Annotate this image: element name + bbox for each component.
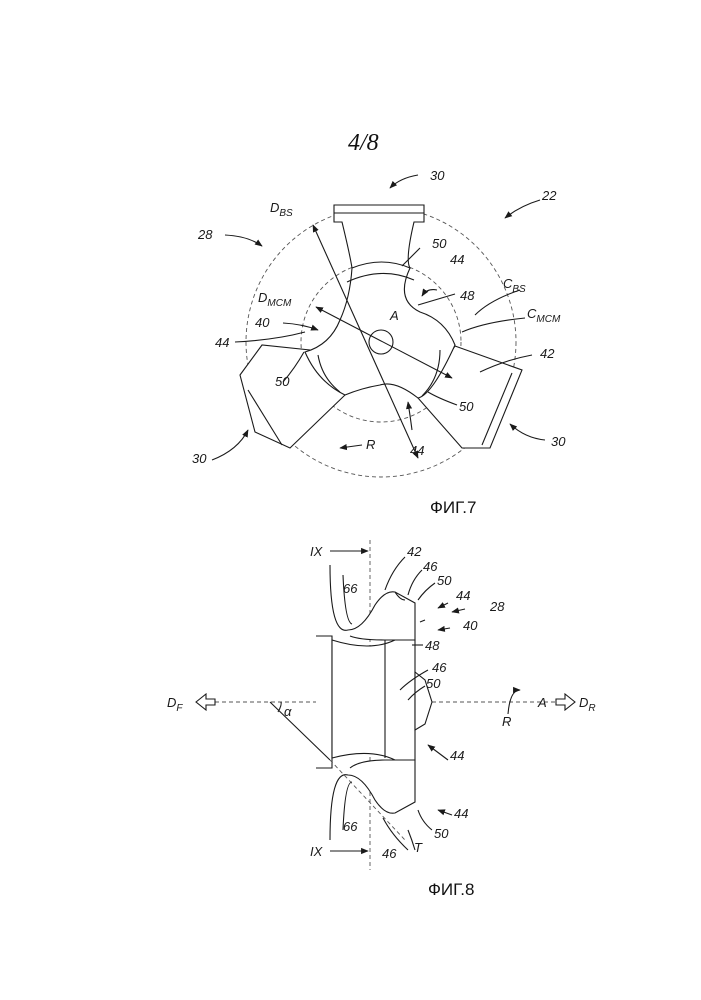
label-46-top: 46 [423,559,438,574]
label-48: 48 [460,288,475,303]
label-28: 28 [489,599,505,614]
arrow-df [196,694,215,710]
label-22: 22 [541,188,557,203]
label-df: DF [167,695,183,714]
label-30-right: 30 [551,434,566,449]
label-40: 40 [463,618,478,633]
label-dbs: DBS [270,200,293,219]
label-rotation-R: R [366,437,375,452]
label-T: T [414,840,423,855]
label-66-top: 66 [343,581,358,596]
label-dr: DR [579,695,596,714]
label-section-IX-bottom: IX [310,844,324,859]
label-section-IX-top: IX [310,544,324,559]
label-axis-A: A [389,308,399,323]
label-44-top: 44 [450,252,464,267]
label-66-bottom: 66 [343,819,358,834]
figure-8: IX IX 42 46 66 50 44 28 40 48 46 50 44 4… [167,540,596,899]
label-cmcm: CMCM [527,306,561,325]
label-alpha: α [284,704,292,719]
label-42: 42 [407,544,422,559]
label-50-right: 50 [459,399,474,414]
label-28: 28 [197,227,213,242]
label-46-mid: 46 [432,660,447,675]
label-axis-A: A [537,695,547,710]
label-46-bottom: 46 [382,846,397,861]
label-50-top: 50 [437,573,452,588]
label-30-left: 30 [192,451,207,466]
label-rotation-R: R [502,714,511,729]
axis-point [369,330,393,354]
label-44-top: 44 [456,588,470,603]
label-50-left: 50 [275,374,290,389]
arrow-dr [556,694,575,710]
label-50-top: 50 [432,236,447,251]
figure-8-caption: ФИГ.8 [428,880,474,899]
figure-7-caption: ФИГ.7 [430,498,476,517]
label-48: 48 [425,638,440,653]
label-44-bottom: 44 [410,443,424,458]
body-section [332,640,415,760]
label-30-top: 30 [430,168,445,183]
figure-7: 30 22 28 DBS 50 44 CBS 48 DMCM CMCM 40 A… [192,168,566,517]
label-cbs: CBS [503,276,526,295]
label-40: 40 [255,315,270,330]
label-44-bottom: 44 [454,806,468,821]
label-50-bottom: 50 [434,826,449,841]
label-44-left: 44 [215,335,229,350]
page-number: 4/8 [348,130,379,156]
label-50-mid: 50 [426,676,441,691]
label-dmcm: DMCM [258,290,292,309]
label-44-mid: 44 [450,748,464,763]
blade-top [334,205,424,268]
label-42: 42 [540,346,555,361]
